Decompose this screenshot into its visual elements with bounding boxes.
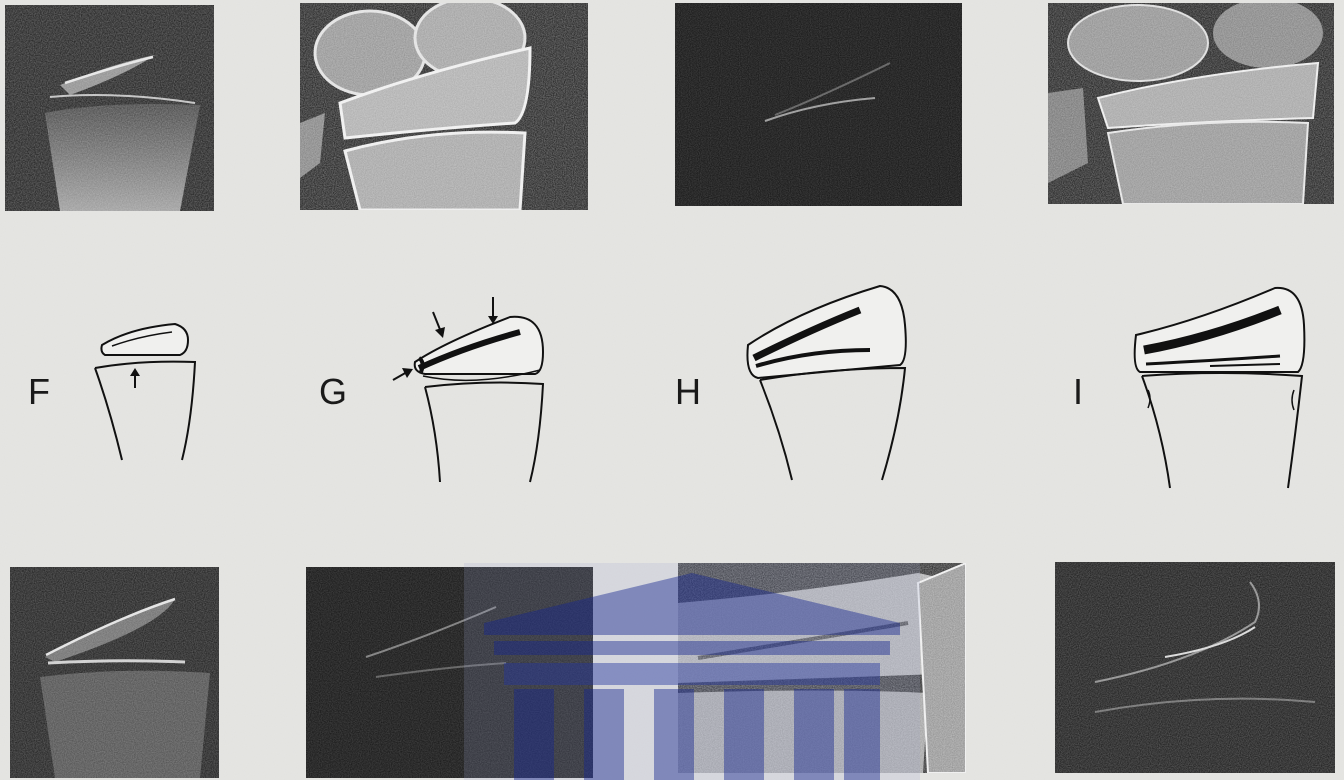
radiograph-bottom-f — [10, 567, 219, 778]
radiograph-top-f — [5, 5, 214, 211]
arrow-icon — [130, 368, 140, 388]
radiograph-top-i — [1048, 3, 1334, 204]
panel-label-i: I — [1073, 374, 1083, 410]
diagram-stage-h — [740, 280, 915, 485]
diagram-stage-g — [385, 292, 555, 487]
diagram-stage-i — [1130, 280, 1310, 495]
panel-label-f: F — [28, 374, 50, 410]
panel-label-h: H — [675, 374, 701, 410]
institution-watermark-icon — [464, 563, 920, 780]
radiograph-top-h — [675, 3, 962, 206]
radiograph-top-g — [300, 3, 588, 210]
diagram-stage-f — [80, 310, 220, 470]
panel-label-g: G — [319, 374, 347, 410]
radiograph-bottom-i — [1055, 562, 1335, 773]
